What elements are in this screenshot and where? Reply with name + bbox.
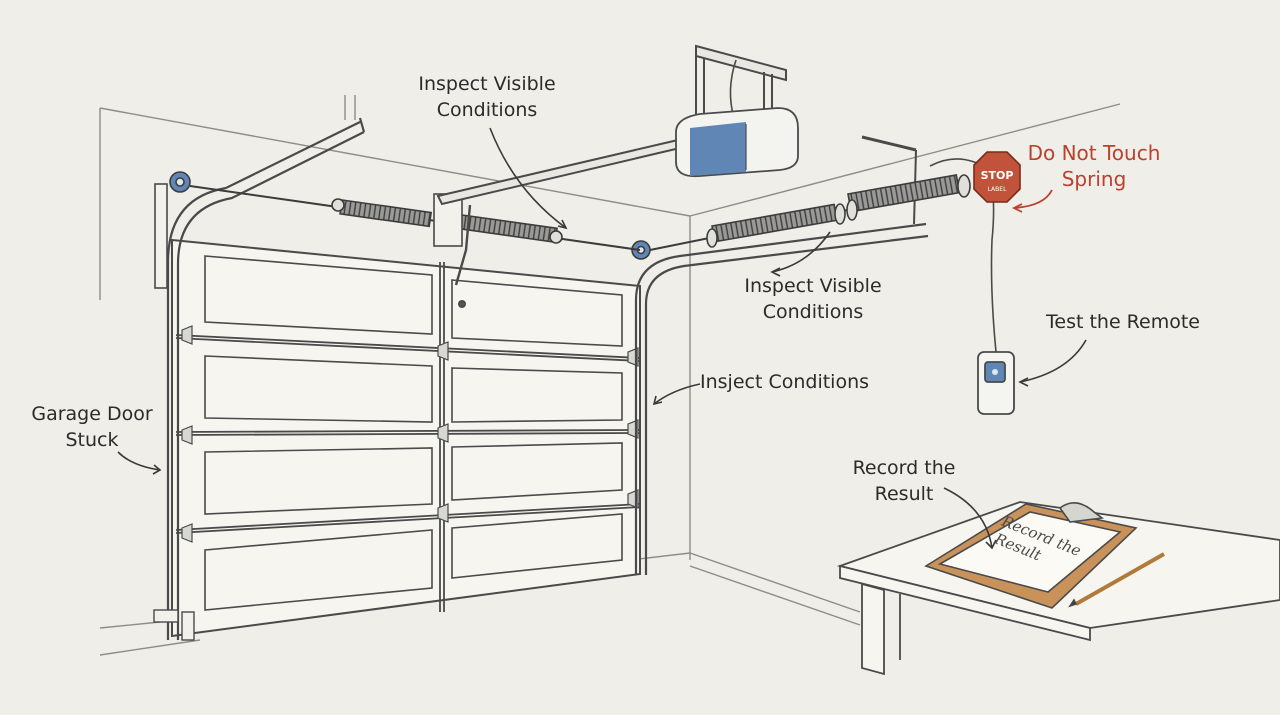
label-record-result-line2: Result [874,483,934,505]
label-inject-conditions: Insject Conditions [700,371,870,393]
right-spring-assembly [649,173,971,251]
stop-sign-small: LABEL [988,186,1007,193]
label-record-result-line1: Record the [852,457,956,479]
label-record-result: Record the Result [836,455,972,507]
clipboard [924,502,1165,609]
label-do-not-touch-line2: Spring [1061,167,1127,191]
annotation-arrows [117,127,1087,550]
opener-motor [675,107,799,178]
door-tracks [153,117,929,641]
label-inspect-right-line2: Conditions [762,301,864,323]
stop-sign: STOP LABEL [973,151,1021,203]
label-garage-door-stuck-line2: Stuck [65,429,119,451]
garage-door [171,238,641,638]
label-inspect-visible-right: Inspect Visible Conditions [728,273,898,325]
label-inspect-visible-top: Inspect Visible Conditions [402,71,572,123]
pulley-wheels [169,171,651,260]
label-inspect-top-line2: Conditions [436,99,538,121]
remote-wire [929,158,997,353]
stop-sign-word: STOP [981,169,1014,182]
wall-remote [977,351,1015,415]
label-do-not-touch-line1: Do Not Touch [1027,141,1161,165]
label-garage-door-stuck: Garage Door Stuck [22,401,162,453]
label-inspect-top-line1: Inspect Visible [418,73,556,95]
warning-arrow [1011,189,1053,213]
label-garage-door-stuck-line1: Garage Door [31,403,153,425]
label-test-remote: Test the Remote [1046,311,1200,333]
label-inspect-right-line1: Inspect Visible [744,275,882,297]
label-do-not-touch-spring: Do Not Touch Spring [1018,140,1170,192]
